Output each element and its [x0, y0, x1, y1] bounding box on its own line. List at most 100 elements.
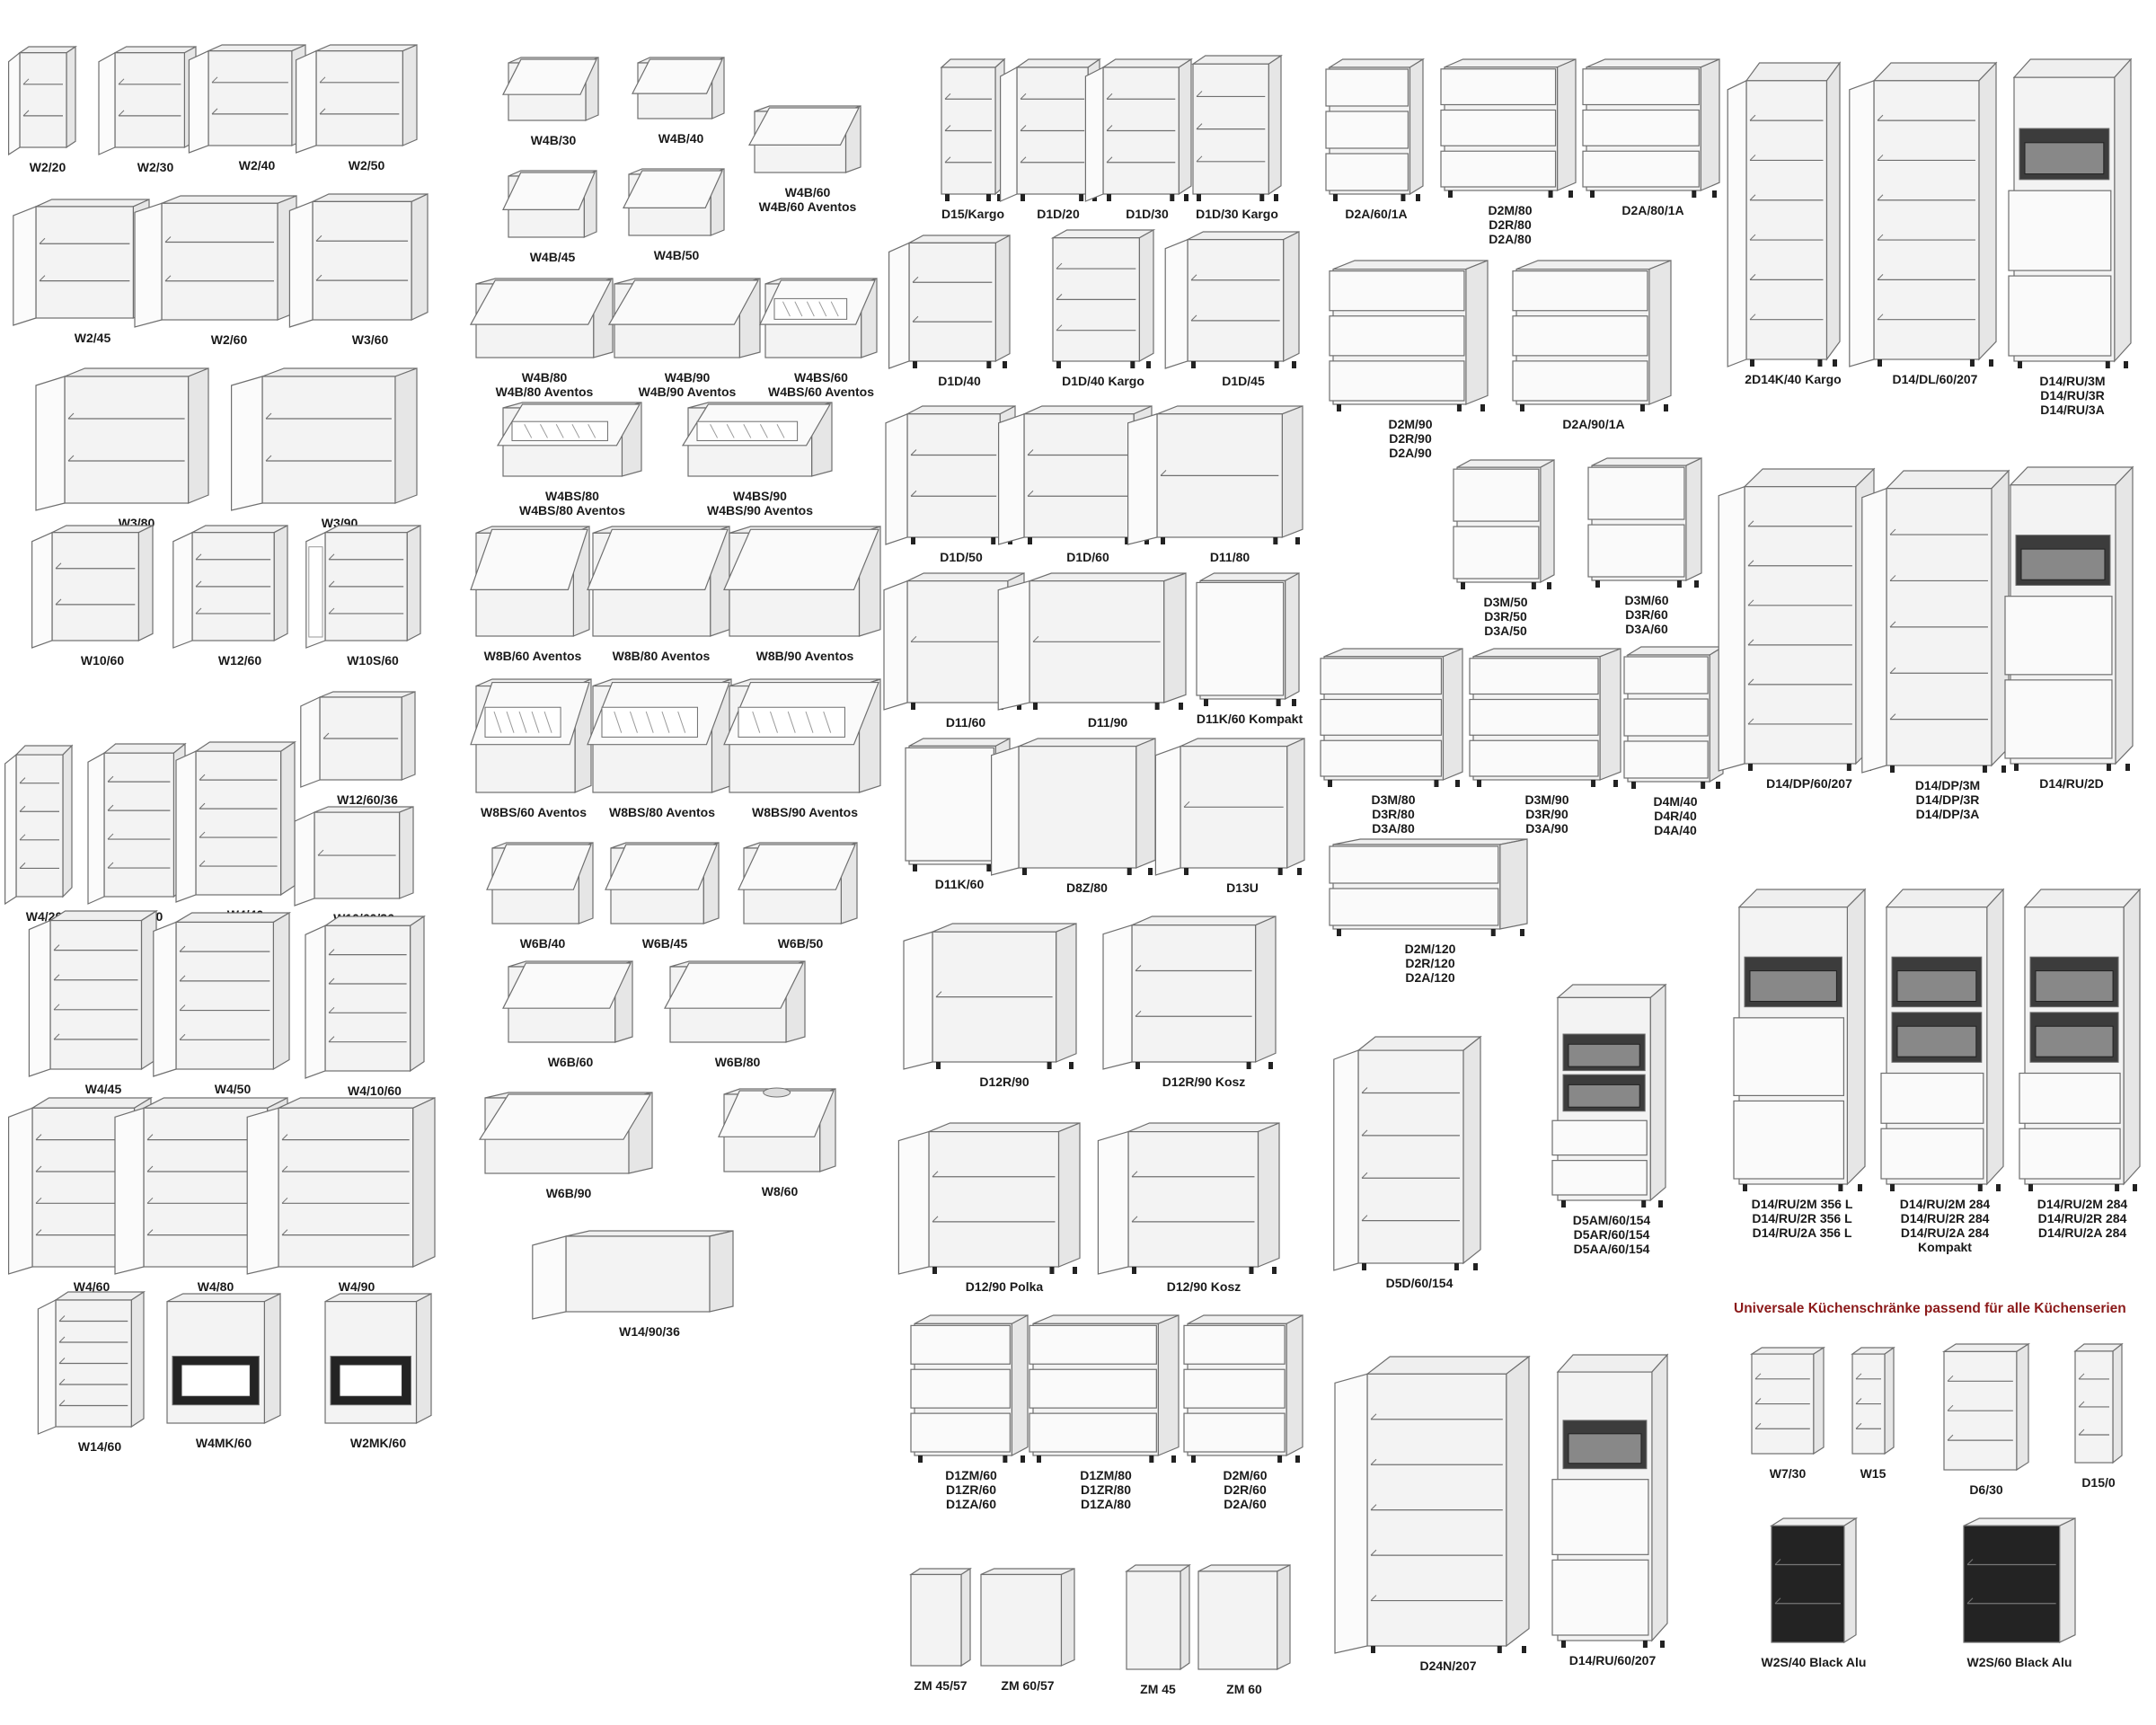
cabinet-d1d-40-kargo: D1D/40 Kargo	[1050, 228, 1156, 388]
cabinet-caption: D24N/207	[1331, 1659, 1565, 1673]
cabinet-caption: ZM 45	[1091, 1682, 1225, 1696]
cabinet-drawing	[1102, 916, 1277, 1070]
cabinet-code: D14/RU/3R	[2040, 388, 2105, 402]
cabinet-drawing	[885, 405, 1016, 545]
cabinet-caption: W6B/40	[456, 936, 629, 951]
cabinet-code: D14/DP/60/207	[1766, 776, 1852, 791]
cabinet-code: D14/RU/3M	[2039, 374, 2106, 388]
cabinet-caption: W15	[1816, 1466, 1930, 1481]
cabinet-caption: W6B/45	[575, 936, 755, 951]
cabinet-code: D12/90 Kosz	[1166, 1279, 1241, 1294]
cabinet-code: W4B/80 Aventos	[495, 385, 594, 399]
cabinet-code: D8Z/80	[1066, 880, 1108, 895]
cabinet-d15-kargo: D15/Kargo	[940, 58, 1006, 221]
cabinet-code: D12R/90 Kosz	[1162, 1075, 1246, 1089]
cabinet-code: W2/20	[29, 160, 66, 174]
cabinet-caption: D12/90 Polka	[893, 1279, 1116, 1294]
cabinet-d12-90-kosz: D12/90 Kosz	[1097, 1122, 1280, 1294]
cabinet-d11-90: D11/90	[997, 572, 1187, 730]
cabinet-drawing	[747, 105, 862, 173]
cabinet-code: D14/DP/3R	[1915, 792, 1980, 807]
cabinet-code: D2A/80	[1489, 232, 1532, 246]
universal-cabinets-heading: Universale Küchenschränke passend für al…	[1734, 1301, 2126, 1316]
cabinet-code: D2M/90	[1388, 417, 1433, 431]
cabinet-w6b-50: W6B/50	[738, 842, 858, 951]
cabinet-caption: 2D14K/40 Kargo	[1710, 372, 1876, 386]
cabinet-code: W2/40	[238, 158, 276, 172]
cabinet-d1d-50: D1D/50	[885, 405, 1016, 564]
cabinet-caption: D14/RU/2D	[1975, 776, 2156, 791]
cabinet-drawing	[230, 367, 418, 511]
cabinet-drawing	[1183, 1314, 1303, 1463]
cabinet-caption: D12/90 Kosz	[1092, 1279, 1315, 1294]
cabinet-code: W4B/30	[530, 133, 577, 147]
cabinet-drawing	[1851, 1346, 1895, 1455]
cabinet-caption: W4B/40	[602, 131, 760, 146]
cabinet-code: W4BS/80	[545, 489, 599, 503]
cabinet-caption: D2A/90/1A	[1480, 417, 1707, 431]
cabinet-code: W4B/45	[529, 250, 576, 264]
cabinet-code: W2/60	[210, 332, 248, 347]
cabinet-drawing	[296, 44, 418, 154]
cabinet-caption: W8BS/60 Aventos	[440, 805, 627, 819]
cabinet-w2s-40-black-alu: W2S/40 Black Alu	[1762, 1517, 1866, 1669]
cabinet-drawing	[1453, 458, 1555, 589]
cabinet-code: W4/60	[73, 1279, 110, 1294]
cabinet-caption: W4/60	[0, 1279, 187, 1294]
cabinet-drawing	[188, 44, 306, 154]
cabinet-code: W6B/60	[547, 1055, 594, 1069]
cabinet-drawing	[1963, 1517, 2076, 1643]
cabinet-code: D1D/40 Kargo	[1062, 374, 1144, 388]
cabinet-caption: W4/50	[140, 1082, 325, 1096]
cabinet-w4-30: W4/30	[87, 742, 187, 924]
cabinet-caption: W2MK/60	[289, 1436, 467, 1450]
cabinet-code: W4B/40	[658, 131, 704, 146]
cabinet-w8b-60: W8B/60 Aventos	[470, 526, 590, 663]
cabinet-code: D14/RU/3A	[2040, 402, 2105, 417]
cabinet-zm-60-57: ZM 60/57	[980, 1568, 1075, 1693]
cabinet-code: D2A/120	[1405, 970, 1455, 985]
cabinet-caption: ZM 60/57	[945, 1678, 1110, 1693]
cabinet-code: D4R/40	[1654, 809, 1697, 823]
cabinet-drawing	[28, 909, 159, 1077]
cabinet-code: D3M/90	[1524, 792, 1569, 807]
cabinet-drawing	[153, 911, 292, 1077]
cabinet-code: D1ZR/60	[945, 1482, 997, 1497]
cabinet-w8b-90: W8B/90 Aventos	[723, 526, 881, 663]
cabinet-code: D4M/40	[1653, 794, 1698, 809]
cabinet-zm-45: ZM 45	[1125, 1563, 1191, 1696]
cabinet-drawing	[759, 278, 878, 358]
cabinet-drawing	[1329, 260, 1489, 411]
cabinet-w8bs-80: W8BS/80 Aventos	[587, 678, 732, 819]
cabinet-drawing	[1029, 1314, 1180, 1463]
cabinet-code: D3M/60	[1624, 593, 1669, 607]
cabinet-w2-60: W2/60	[134, 195, 297, 347]
cabinet-code: W15	[1860, 1466, 1886, 1481]
cabinet-code: W8B/80 Aventos	[612, 649, 711, 663]
cabinet-drawing	[991, 738, 1156, 876]
cabinet-code: D5D/60/154	[1385, 1276, 1454, 1290]
cabinet-caption: D1D/30 Kargo	[1157, 207, 1317, 221]
cabinet-code: D2A/60	[1224, 1497, 1267, 1511]
cabinet-drawing	[166, 1293, 281, 1424]
cabinet-drawing	[470, 526, 590, 637]
cabinet-code: D14/RU/2M 284	[2037, 1197, 2128, 1211]
cabinet-caption: W2/50	[280, 158, 453, 172]
cabinet-drawing	[1333, 1035, 1482, 1271]
cabinet-code: W8BS/80 Aventos	[609, 805, 715, 819]
cabinet-code: D3R/50	[1484, 609, 1527, 624]
cabinet-w4-20: W4/20	[4, 744, 74, 924]
cabinet-code: W4/90	[338, 1279, 376, 1294]
cabinet-caption: D11/80	[1121, 550, 1339, 564]
cabinet-drawing	[587, 526, 730, 637]
cabinet-code: D2A/90	[1389, 446, 1432, 460]
